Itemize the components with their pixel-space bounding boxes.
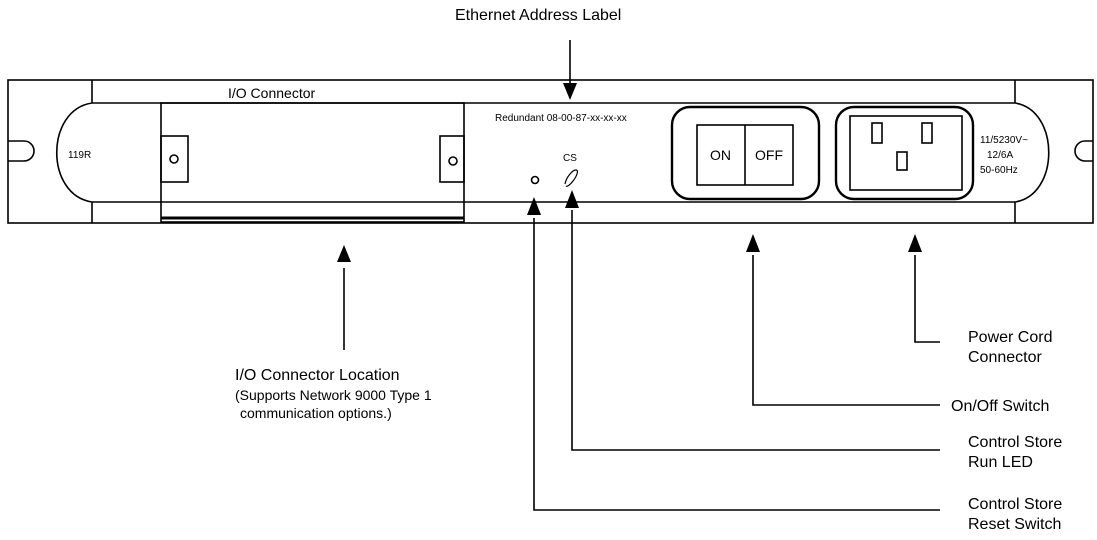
right-bracket-screw (448, 156, 458, 166)
cs-run-led-leader (571, 210, 940, 451)
receptacle-bezel (834, 105, 975, 201)
voltage-rating: 11/5230V~ (980, 135, 1028, 146)
cs-run-led-arrowhead (565, 190, 579, 208)
receptacle-pin-ground (896, 151, 908, 171)
callout-cs-reset-2: Reset Switch (968, 516, 1061, 533)
io-connector-cover: I/O Connector (160, 85, 465, 223)
power-switch[interactable]: ON OFF (670, 105, 821, 201)
receptacle-face (849, 115, 963, 191)
callout-io-location-note-2: communication options.) (240, 405, 392, 421)
switch-on-label: ON (710, 147, 731, 163)
callout-power-cord-2: Connector (968, 349, 1042, 366)
right-mounting-slot (1074, 140, 1093, 162)
control-store-reset-switch[interactable] (530, 175, 540, 185)
io-cover-plate (160, 102, 465, 223)
model-label: 119R (68, 150, 91, 161)
ethernet-address-text: Redundant 08-00-87-xx-xx-xx (495, 113, 627, 124)
onoff-arrowhead (746, 234, 760, 252)
panel-outline (7, 79, 1094, 224)
callout-cs-run-led-2: Run LED (968, 454, 1033, 471)
io-location-arrowhead (337, 245, 351, 262)
left-bracket-screw (169, 154, 179, 164)
callout-ethernet-address-label: Ethernet Address Label (455, 7, 621, 24)
right-bracket-tab (439, 135, 465, 183)
callout-io-connector-location: I/O Connector Location (235, 367, 400, 384)
switch-off-label: OFF (755, 147, 783, 163)
left-mounting-slot (8, 140, 35, 162)
callout-io-location-note-1: (Supports Network 9000 Type 1 (235, 387, 432, 403)
ethernet-label-arrowhead (563, 83, 577, 100)
onoff-leader (752, 255, 940, 406)
receptacle-pin-right (921, 122, 933, 144)
callout-onoff-switch: On/Off Switch (951, 398, 1049, 415)
cs-reset-leader (533, 218, 940, 511)
callout-cs-reset-1: Control Store (968, 496, 1062, 513)
left-bracket-tab (160, 135, 189, 183)
control-store-run-led (564, 169, 579, 187)
left-ear-arc (55, 102, 93, 203)
cs-reset-arrowhead (527, 197, 541, 215)
power-cord-arrowhead (908, 234, 922, 252)
rack-panel (7, 79, 1094, 224)
power-receptacle (834, 105, 975, 201)
callout-power-cord-1: Power Cord (968, 329, 1052, 346)
current-rating: 12/6A (987, 150, 1013, 161)
switch-bezel (670, 105, 821, 201)
receptacle-pin-left (871, 122, 883, 144)
cs-label: CS (563, 153, 577, 164)
frequency-rating: 50-60Hz (980, 165, 1018, 176)
power-cord-leader (914, 255, 940, 343)
io-connector-label: I/O Connector (228, 85, 315, 101)
callout-cs-run-led-1: Control Store (968, 434, 1062, 451)
right-ear-arc (1014, 102, 1050, 203)
